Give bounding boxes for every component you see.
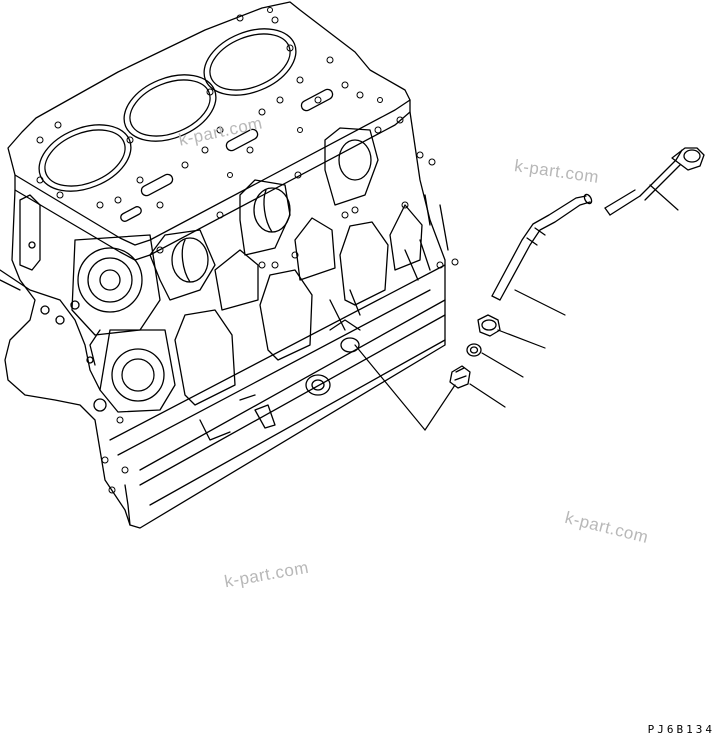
- leader-dipstick: [649, 184, 679, 211]
- drawing-code: PJ6B134: [647, 723, 715, 736]
- nut: [477, 314, 501, 337]
- block-side-face: [4, 111, 446, 529]
- leader-elbow: [469, 383, 506, 408]
- leader-lines: [354, 184, 679, 431]
- block-top-deck: [7, 1, 411, 246]
- cylinder-bore-3: [203, 28, 297, 96]
- dipstick-gauge: [604, 147, 705, 216]
- cylinder-block: [0, 1, 459, 529]
- guide-tube: [491, 193, 593, 301]
- leader-block-2: [424, 384, 456, 431]
- elbow-fitting: [449, 365, 471, 389]
- leader-sleeve: [481, 352, 524, 378]
- cylinder-bore-1: [38, 124, 132, 192]
- leader-nut: [497, 329, 546, 349]
- oil-gallery-boss: [305, 374, 331, 396]
- leader-guide-tube: [514, 289, 566, 316]
- leader-block-1: [354, 344, 426, 431]
- sleeve-ring: [466, 343, 482, 357]
